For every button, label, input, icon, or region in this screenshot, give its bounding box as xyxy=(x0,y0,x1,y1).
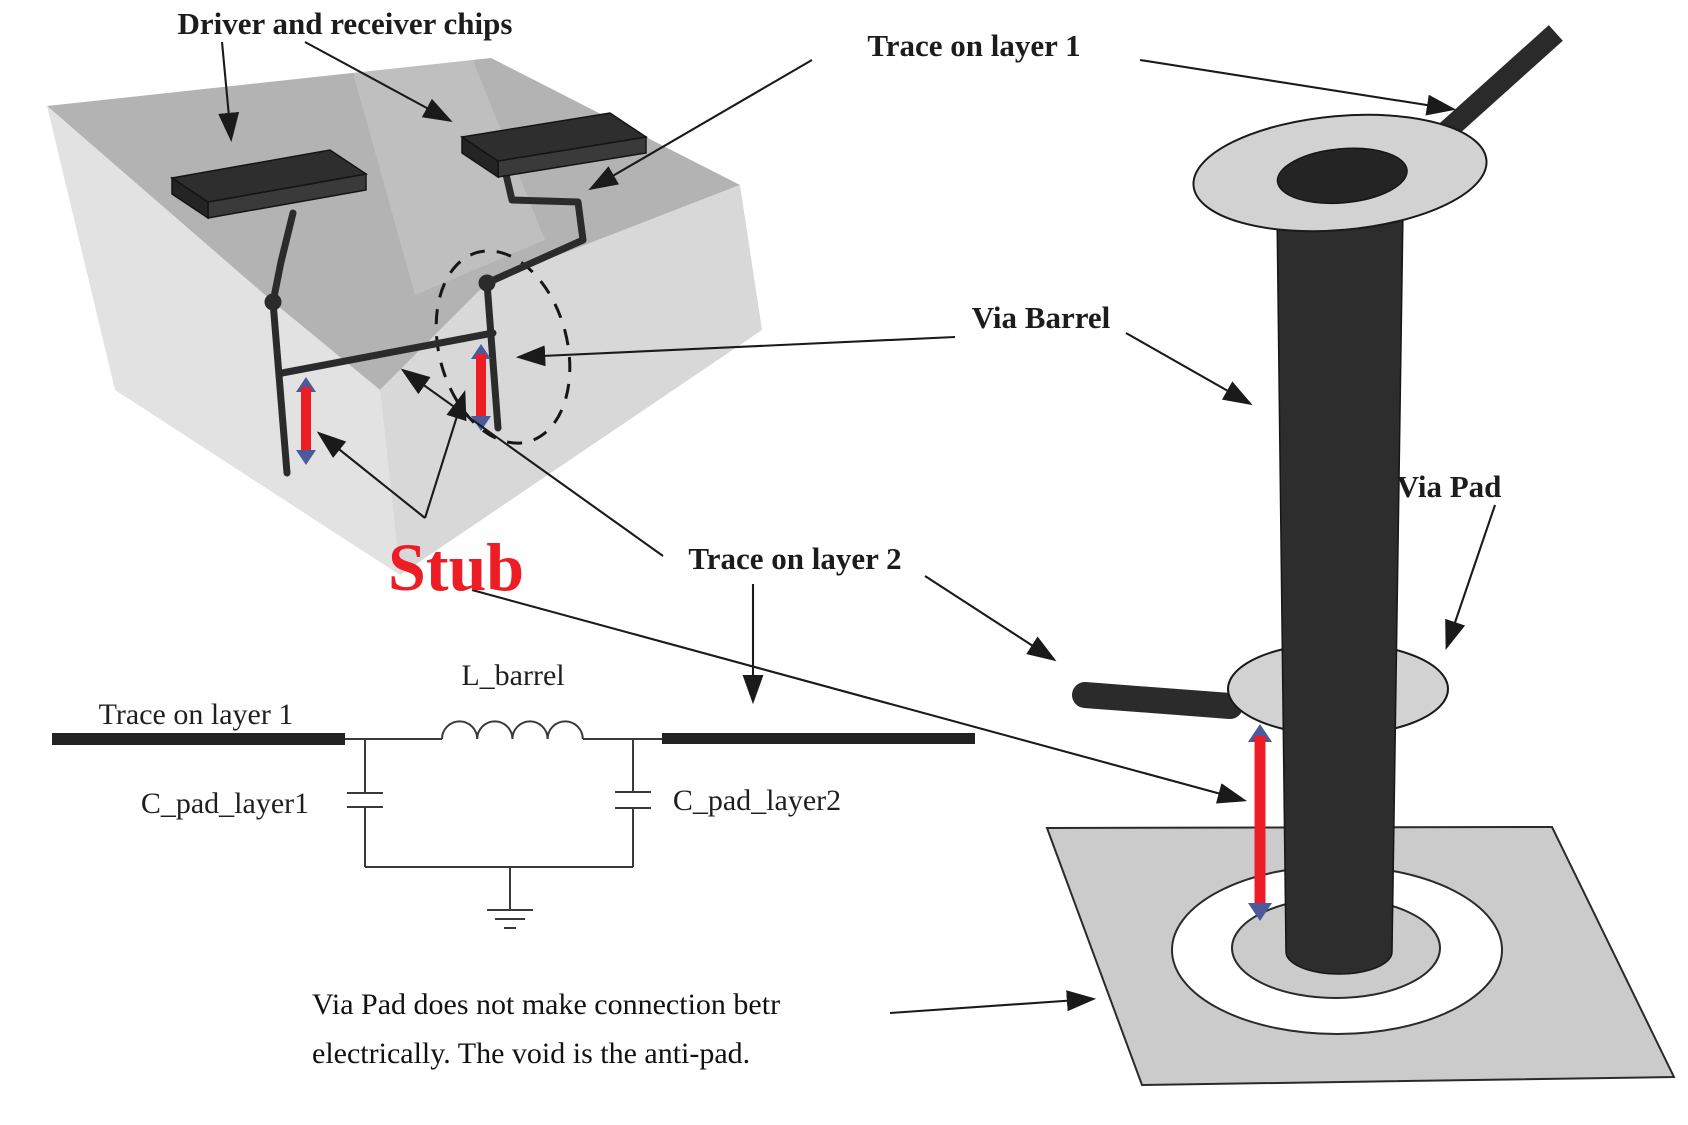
receiver-chip xyxy=(459,112,649,179)
board-front-right-face xyxy=(380,185,762,575)
schematic-trace-layer2-bar xyxy=(662,733,975,744)
caption-line-1: Via Pad does not make connection betr xyxy=(312,988,780,1021)
arrow-stub-to-right-stub xyxy=(423,389,467,519)
pcb-board-3d xyxy=(47,53,762,575)
stub-arrow-3d xyxy=(1248,724,1272,921)
arrow-caption-to-plane xyxy=(889,990,1097,1015)
inductor-coil xyxy=(441,720,584,740)
board-front-left-face xyxy=(47,106,400,575)
arrow-trace2-to-via xyxy=(924,575,1057,662)
annotation-labels: Driver and receiver chips Trace on layer… xyxy=(99,6,1502,1070)
schematic-label-l-barrel: L_barrel xyxy=(461,659,564,692)
via-pad-top-group xyxy=(1192,113,1488,233)
caption-line-2: electrically. The void is the anti-pad. xyxy=(312,1037,750,1070)
via-equivalent-circuit xyxy=(52,720,975,929)
via-region-dashed-ellipse xyxy=(434,249,572,445)
capacitor-right xyxy=(615,739,651,867)
via-barrel-column xyxy=(1276,209,1404,975)
arrow-viabarrel-to-barrel xyxy=(1125,332,1253,406)
left-via-trace xyxy=(269,209,297,477)
arrow-trace1-to-board xyxy=(588,59,813,191)
arrow-viapad-to-pad xyxy=(1445,504,1496,650)
arrow-stub-to-via-stub xyxy=(471,588,1248,804)
via-3d xyxy=(1045,25,1676,1087)
stub-arrow-left xyxy=(296,377,316,465)
arrow-stub-to-left-stub xyxy=(316,431,426,519)
arrow-to-receiver-chip xyxy=(304,41,453,123)
label-via-barrel: Via Barrel xyxy=(972,300,1111,335)
via-hole xyxy=(1276,147,1408,205)
board-top-highlight xyxy=(350,53,545,295)
left-via-entry-dot xyxy=(264,293,282,311)
arrow-to-driver-chip xyxy=(218,41,240,143)
label-via-pad: Via Pad xyxy=(1397,469,1502,504)
stub-arrow-right xyxy=(471,344,491,431)
driver-chip xyxy=(170,149,368,220)
trace-layer2-3d-bar xyxy=(1072,682,1243,719)
annotation-arrows xyxy=(218,41,1496,1015)
arrow-trace1-to-via xyxy=(1139,58,1457,116)
label-trace-on-layer-1: Trace on layer 1 xyxy=(867,28,1080,63)
ground-symbol xyxy=(487,867,533,929)
label-stub: Stub xyxy=(388,529,524,605)
capacitor-left xyxy=(347,739,383,867)
label-trace-on-layer-2: Trace on layer 2 xyxy=(688,541,901,576)
layer2-trace-in-board xyxy=(278,329,497,377)
right-via-trace xyxy=(483,166,587,432)
schematic-label-c-pad-layer2: C_pad_layer2 xyxy=(673,784,841,817)
label-driver-receiver-chips: Driver and receiver chips xyxy=(178,6,513,41)
schematic-label-trace-layer1: Trace on layer 1 xyxy=(99,698,294,731)
right-via-entry-dot xyxy=(478,274,496,292)
schematic-trace-layer1-bar xyxy=(52,733,345,745)
arrow-viabarrel-to-board xyxy=(515,335,956,367)
schematic-label-c-pad-layer1: C_pad_layer1 xyxy=(141,787,309,820)
